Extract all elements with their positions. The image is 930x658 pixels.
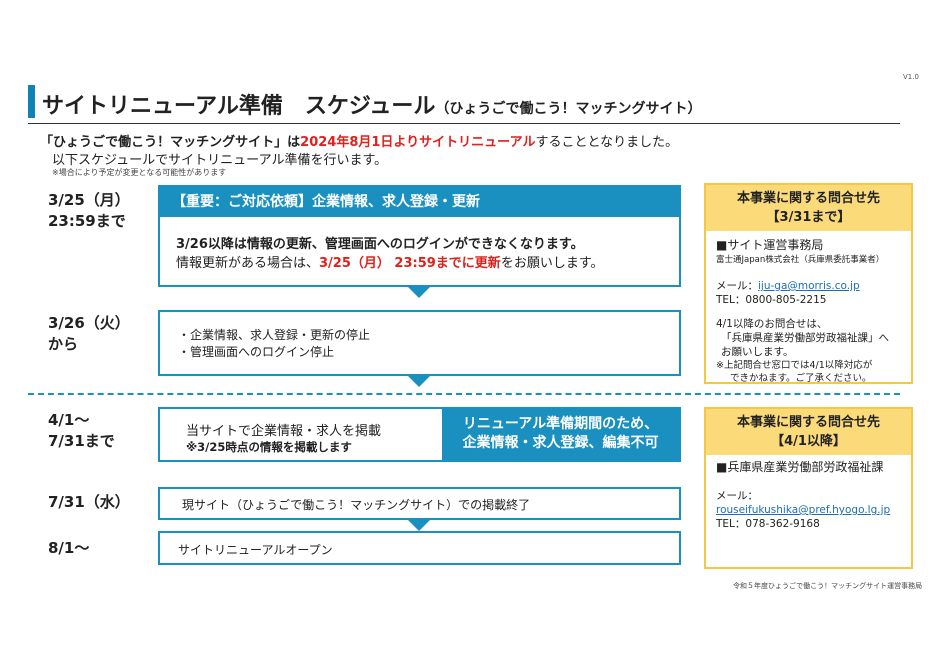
schedule-1-line-1: 3/26以降は情報の更新、管理画面へのログインができなくなります。 xyxy=(176,237,584,252)
contact-2-mail-link[interactable]: rouseifukushika@pref.hyogo.lg.jp xyxy=(716,504,891,516)
schedule-4-text: 現サイト（ひょうごで働こう！マッチングサイト）での掲載終了 xyxy=(182,498,531,512)
schedule-1-header: 【重要：ご対応依頼】企業情報、求人登録・更新 xyxy=(160,187,679,217)
contact-2-header: 本事業に関する問合せ先 【4/1以降】 xyxy=(706,409,911,455)
schedule-5-date: 8/1～ xyxy=(48,539,90,557)
schedule-3-notice-line-1: リニューアル準備期間のため、 xyxy=(462,416,659,432)
intro-note: ※場合により予定が変更となる可能性があります xyxy=(52,168,227,177)
schedule-4-date: 7/31（水） xyxy=(48,493,130,511)
page-title: サイトリニューアル準備 スケジュール（ひょうごで働こう！マッチングサイト） xyxy=(42,88,702,120)
title-accent-bar xyxy=(28,85,35,118)
contact-box-until-0331: 本事業に関する問合せ先 【3/31まで】 ■サイト運営事務局 富士通Japan株… xyxy=(704,183,913,384)
arrow-down-icon xyxy=(408,287,430,298)
contact-1-tel: TEL：0800-805-2215 xyxy=(716,294,827,306)
contact-2-mail-label: メール： xyxy=(716,490,758,502)
contact-1-after-5: できかねます。ご了承ください。 xyxy=(730,373,872,384)
schedule-2-box: ・企業情報、求人登録・更新の停止 ・管理画面へのログイン停止 xyxy=(158,310,681,376)
schedule-2-date: 3/26（火） から xyxy=(48,313,130,355)
contact-1-mail-row: メール：iju-ga@morris.co.jp xyxy=(716,279,889,293)
schedule-2-item-1: ・企業情報、求人登録・更新の停止 xyxy=(178,328,371,342)
title-underline xyxy=(28,123,900,124)
schedule-2-item-2: ・管理画面へのログイン停止 xyxy=(178,345,335,359)
schedule-1-line-2: 情報更新がある場合は、3/25（月） 23:59までに更新をお願いします。 xyxy=(176,252,604,271)
title-sub: （ひょうごで働こう！マッチングサイト） xyxy=(435,101,702,117)
arrow-down-icon xyxy=(408,520,430,531)
schedule-5-text: サイトリニューアルオープン xyxy=(178,543,333,557)
intro-line-2: 以下スケジュールでサイトリニューアル準備を行います。 xyxy=(52,153,388,168)
schedule-3-line-2: ※3/25時点の情報を掲載します xyxy=(186,440,352,454)
contact-1-after-4: ※上記問合せ窓口では4/1以降対応が xyxy=(716,360,873,371)
contact-1-after-2: 「兵庫県産業労働部労政福祉課」へ xyxy=(721,332,889,344)
contact-2-org: ■兵庫県産業労働部労政福祉課 xyxy=(716,460,884,474)
contact-2-title: 本事業に関する問合せ先 xyxy=(736,415,880,430)
schedule-5-box: サイトリニューアルオープン xyxy=(158,531,681,565)
intro-site-name: 「ひょうごで働こう！マッチングサイト」 xyxy=(40,135,288,150)
schedule-2-date-line1: 3/26（火） xyxy=(48,314,130,332)
contact-1-company: 富士通Japan株式会社（兵庫県委託事業者） xyxy=(716,255,885,265)
title-main: サイトリニューアル準備 スケジュール xyxy=(42,94,436,119)
contact-1-header: 本事業に関する問合せ先 【3/31まで】 xyxy=(706,185,911,231)
contact-1-title: 本事業に関する問合せ先 xyxy=(736,191,880,206)
schedule-3-box: 当サイトで企業情報・求人を掲載 ※3/25時点の情報を掲載します リニューアル準… xyxy=(158,407,681,462)
schedule-3-notice-line-2: 企業情報・求人登録、編集不可 xyxy=(462,435,659,451)
schedule-3-date-line1: 4/1～ xyxy=(48,411,90,429)
schedule-1-line-2a: 情報更新がある場合は、 xyxy=(176,256,320,271)
schedule-3-notice: リニューアル準備期間のため、 企業情報・求人登録、編集不可 xyxy=(442,409,679,460)
contact-1-period: 【3/31まで】 xyxy=(766,210,851,225)
contact-1-mail-label: メール： xyxy=(716,280,758,292)
schedule-1-box: 【重要：ご対応依頼】企業情報、求人登録・更新 3/26以降は情報の更新、管理画面… xyxy=(158,185,681,287)
intro-particle: は xyxy=(287,135,301,150)
schedule-1-line-2b: をお願いします。 xyxy=(500,256,604,271)
footer-credit: 令和５年度ひょうごで働こう！マッチングサイト運営事務局 xyxy=(733,582,923,590)
contact-2-tel: TEL：078-362-9168 xyxy=(716,518,820,530)
schedule-2-date-line2: から xyxy=(48,335,79,353)
contact-2-period: 【4/1以降】 xyxy=(771,434,846,449)
schedule-3-date-line2: 7/31まで xyxy=(48,432,115,450)
contact-box-from-0401: 本事業に関する問合せ先 【4/1以降】 ■兵庫県産業労働部労政福祉課 メール： … xyxy=(704,407,913,569)
intro-line-1: 「ひょうごで働こう！マッチングサイト」は2024年8月1日よりサイトリニューアル… xyxy=(40,131,678,150)
contact-1-mail-link[interactable]: iju-ga@morris.co.jp xyxy=(758,280,860,292)
schedule-1-date: 3/25（月） 23:59まで xyxy=(48,190,130,232)
intro-tail: することとなりました。 xyxy=(535,135,679,150)
schedule-1-deadline: 3/25（月） 23:59までに更新 xyxy=(319,256,501,271)
contact-1-after-1: 4/1以降のお問合せは、 xyxy=(716,318,828,330)
contact-1-after-3: お願いします。 xyxy=(721,346,794,358)
section-divider xyxy=(28,393,900,395)
arrow-down-icon xyxy=(408,376,430,387)
intro-highlight: 2024年8月1日よりサイトリニューアル xyxy=(300,135,536,150)
schedule-1-date-line1: 3/25（月） xyxy=(48,191,130,209)
schedule-4-box: 現サイト（ひょうごで働こう！マッチングサイト）での掲載終了 xyxy=(158,487,681,520)
schedule-3-date: 4/1～ 7/31まで xyxy=(48,410,115,452)
contact-1-org: ■サイト運営事務局 xyxy=(716,238,824,252)
schedule-1-date-line2: 23:59まで xyxy=(48,212,126,230)
schedule-3-line-1: 当サイトで企業情報・求人を掲載 xyxy=(186,424,382,439)
version-label: V1.0 xyxy=(903,73,919,81)
